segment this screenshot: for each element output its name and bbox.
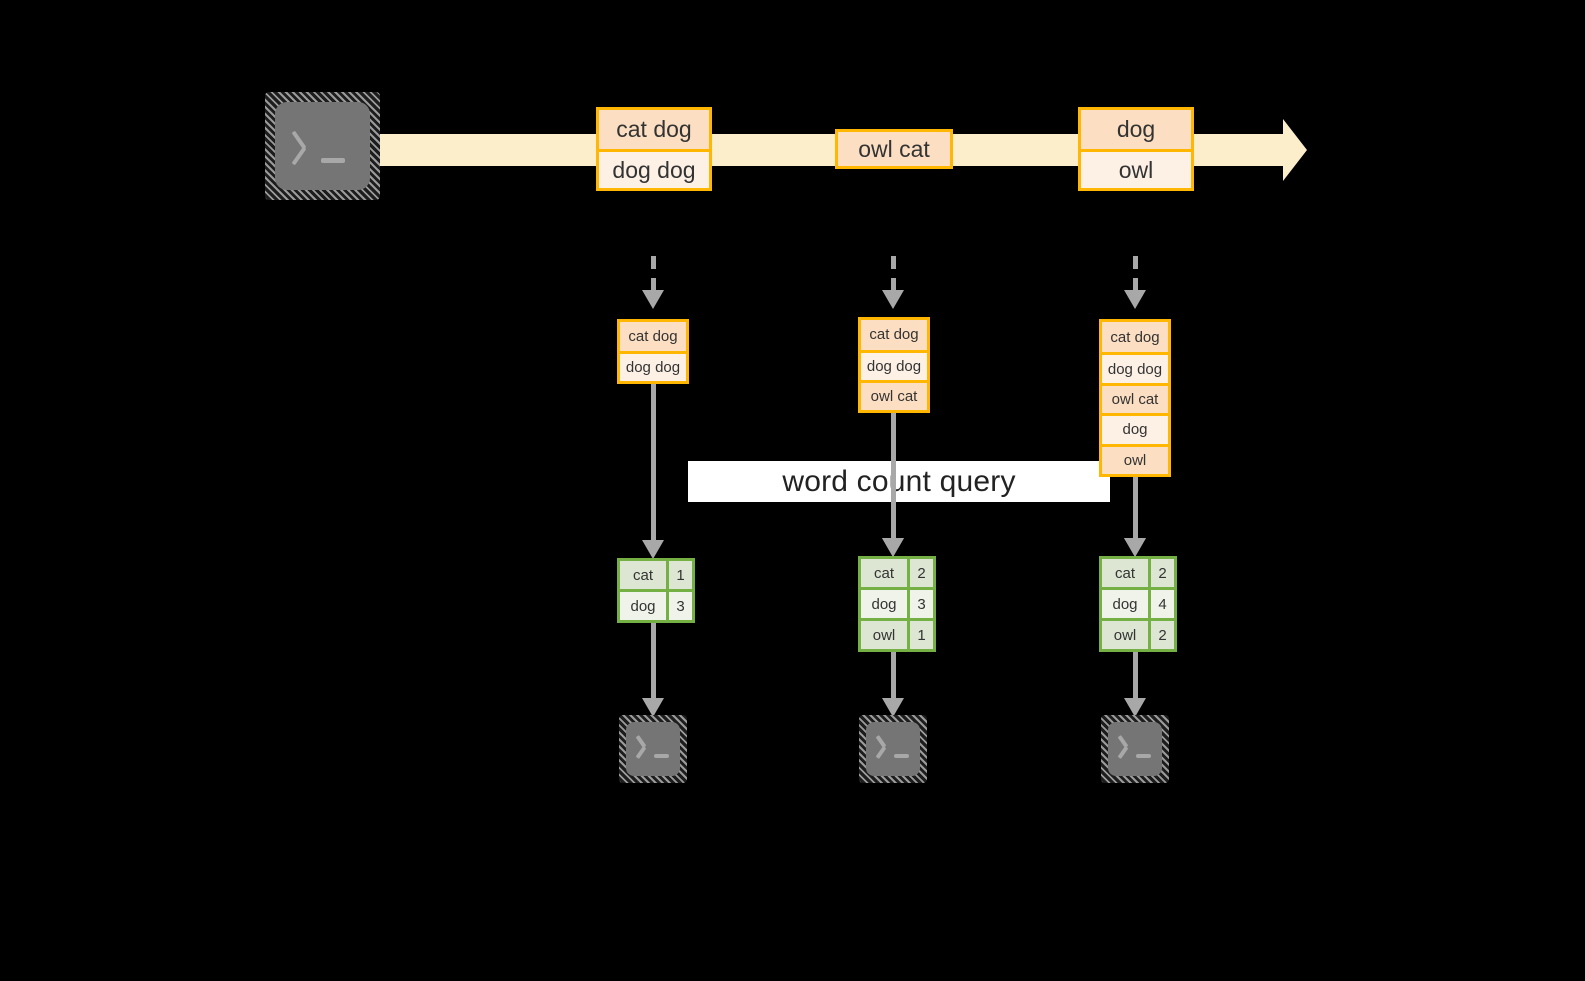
sink-connector-3 <box>1133 652 1138 701</box>
snapshot-cell: dog dog <box>1102 352 1168 383</box>
result-table-2: cat 2 dog 3 owl 1 <box>858 556 936 652</box>
result-word: owl <box>861 621 907 649</box>
sink-connector-arrowhead-3 <box>1124 698 1146 717</box>
sink-connector-arrowhead-2 <box>882 698 904 717</box>
result-count: 2 <box>1148 559 1174 587</box>
stream-record-2: owl cat <box>835 129 953 169</box>
result-row: owl 2 <box>1102 618 1174 649</box>
record-cell: owl <box>1081 149 1191 188</box>
terminal-icon <box>619 715 687 783</box>
result-table-3: cat 2 dog 4 owl 2 <box>1099 556 1177 652</box>
sink-connector-arrowhead-1 <box>642 698 664 717</box>
result-row: dog 3 <box>620 589 692 620</box>
result-count: 3 <box>666 592 692 620</box>
snapshot-cell: dog <box>1102 413 1168 444</box>
result-count: 3 <box>907 590 933 618</box>
result-table-1: cat 1 dog 3 <box>617 558 695 623</box>
result-row: dog 4 <box>1102 587 1174 618</box>
result-count: 1 <box>907 621 933 649</box>
record-cell: owl cat <box>838 132 950 166</box>
result-row: dog 3 <box>861 587 933 618</box>
stream-arrow-head <box>1283 119 1307 181</box>
result-row: owl 1 <box>861 618 933 649</box>
query-connector-arrowhead-1 <box>642 540 664 559</box>
sink-connector-1 <box>651 623 656 701</box>
snapshot-cell: cat dog <box>620 322 686 352</box>
snapshot-connector-1 <box>651 256 656 292</box>
query-connector-arrowhead-3-overlay <box>1124 538 1146 557</box>
snapshot-connector-arrowhead-1 <box>642 290 664 309</box>
terminal-icon <box>1101 715 1169 783</box>
snapshot-cell: cat dog <box>861 320 927 350</box>
result-word: cat <box>620 561 666 589</box>
result-word: owl <box>1102 621 1148 649</box>
result-count: 4 <box>1148 590 1174 618</box>
result-count: 2 <box>907 559 933 587</box>
stream-record-1: cat dog dog dog <box>596 107 712 191</box>
sink-connector-2 <box>891 652 896 701</box>
snapshot-cell: owl cat <box>861 379 927 410</box>
query-connector-arrowhead-2-overlay <box>882 538 904 557</box>
result-word: cat <box>861 559 907 587</box>
result-word: cat <box>1102 559 1148 587</box>
terminal-icon <box>265 92 380 200</box>
snapshot-cell: owl cat <box>1102 382 1168 414</box>
record-cell: dog dog <box>599 149 709 188</box>
record-cell: dog <box>1081 110 1191 149</box>
snapshot-connector-3 <box>1133 256 1138 292</box>
stream-record-3: dog owl <box>1078 107 1194 191</box>
result-word: dog <box>620 592 666 620</box>
snapshot-table-1: cat dog dog dog <box>617 319 689 384</box>
result-row: cat 2 <box>861 559 933 587</box>
snapshot-cell: owl <box>1102 443 1168 474</box>
snapshot-cell: cat dog <box>1102 322 1168 353</box>
snapshot-connector-2 <box>891 256 896 292</box>
terminal-icon <box>859 715 927 783</box>
result-count: 1 <box>666 561 692 589</box>
snapshot-table-2: cat dog dog dog owl cat <box>858 317 930 413</box>
query-label: word count query <box>688 461 1110 502</box>
result-count: 2 <box>1148 621 1174 649</box>
snapshot-cell: dog dog <box>861 349 927 380</box>
result-word: dog <box>1102 590 1148 618</box>
query-connector-3-overlay <box>1133 477 1138 542</box>
result-word: dog <box>861 590 907 618</box>
result-row: cat 2 <box>1102 559 1174 587</box>
query-connector-2-overlay <box>891 413 896 542</box>
query-connector-1 <box>651 384 656 542</box>
snapshot-cell: dog dog <box>620 351 686 381</box>
result-row: cat 1 <box>620 561 692 589</box>
snapshot-table-3-overlay: cat dog dog dog owl cat dog owl <box>1099 319 1171 477</box>
snapshot-connector-arrowhead-2 <box>882 290 904 309</box>
snapshot-connector-arrowhead-3 <box>1124 290 1146 309</box>
record-cell: cat dog <box>599 110 709 149</box>
